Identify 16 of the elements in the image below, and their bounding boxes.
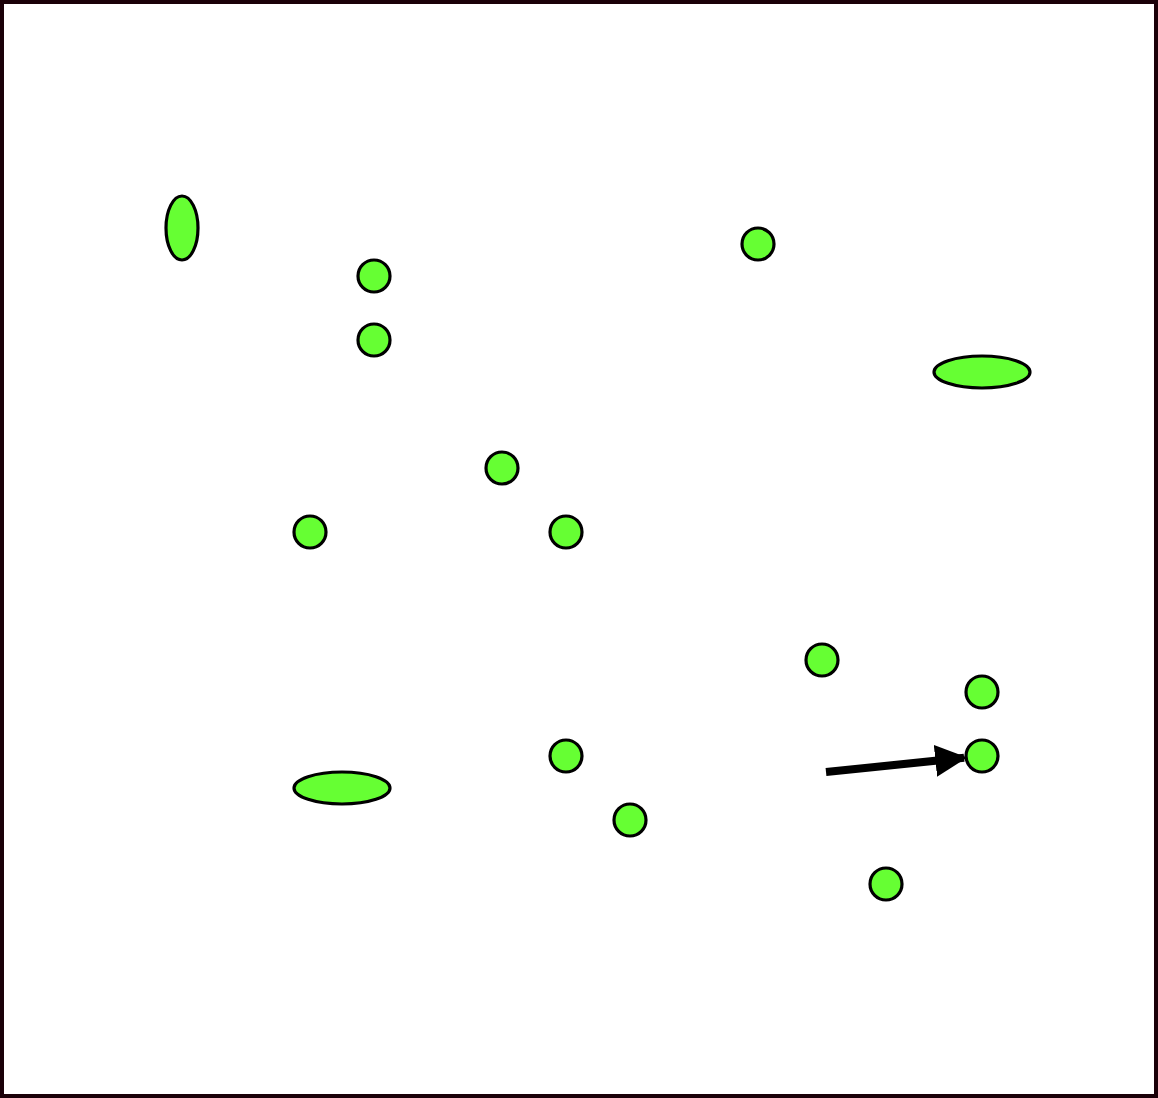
circle-shape bbox=[548, 514, 584, 550]
circle-shape bbox=[356, 322, 392, 358]
ellipse-shape bbox=[292, 770, 392, 806]
ellipse-shape bbox=[932, 354, 1032, 390]
circle-shape bbox=[964, 674, 1000, 710]
circle-shape bbox=[868, 866, 904, 902]
circle-shape bbox=[484, 450, 520, 486]
circle-shape bbox=[804, 642, 840, 678]
circle-shape bbox=[740, 226, 776, 262]
ellipse-shape bbox=[164, 194, 200, 262]
circle-shape bbox=[292, 514, 328, 550]
circle-shape bbox=[548, 738, 584, 774]
arrow bbox=[825, 744, 968, 777]
circle-shape bbox=[964, 738, 1000, 774]
circle-shape bbox=[356, 258, 392, 294]
circle-shape bbox=[612, 802, 648, 838]
